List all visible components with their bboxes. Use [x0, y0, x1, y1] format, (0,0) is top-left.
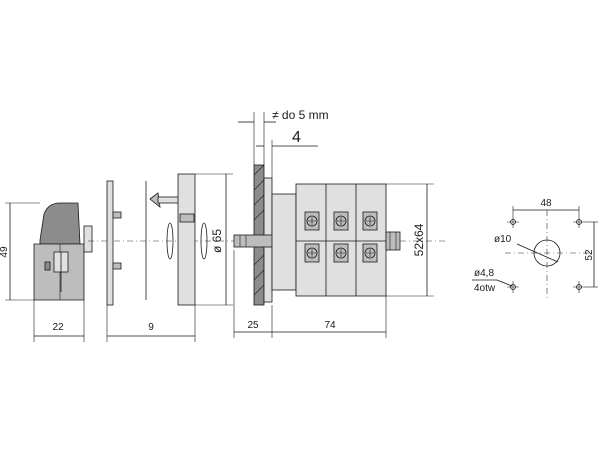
dimension-25: 25 [233, 250, 273, 338]
terminal-bottom-3 [362, 243, 378, 263]
spring-ring-left [166, 222, 174, 260]
dimension-65: ø 65 [195, 173, 233, 306]
panel-hatching [253, 164, 265, 296]
mount-hole-br [573, 281, 585, 293]
spring-ring-right [200, 222, 208, 260]
escutcheon-plate [177, 173, 196, 306]
panel-thickness-dimension: ≠ do 5 mm [238, 108, 329, 165]
terminal-top-3 [362, 211, 378, 231]
thickness-4-dimension: 4 [256, 129, 318, 178]
mount-hole-count-label: 4otw [474, 283, 496, 294]
dimension-52x64: 52x64 [386, 183, 434, 297]
escutcheon-clip [179, 213, 195, 223]
dimension-74: 74 [272, 296, 387, 338]
dimension-22-label: 22 [52, 322, 64, 333]
dimension-48: 48 [512, 198, 580, 216]
end-nut [385, 231, 401, 251]
terminal-top-2 [333, 211, 349, 231]
dimension-22: 22 [33, 300, 85, 342]
mounting-screw [149, 192, 181, 208]
dimension-65-label: ø 65 [210, 229, 224, 253]
dimension-25-label: 25 [247, 320, 259, 331]
terminal-top-1 [304, 211, 320, 231]
dimension-9-label: 9 [148, 322, 154, 333]
switch-front-block [271, 193, 297, 291]
switch-shaft [233, 234, 275, 248]
mount-hole-tl [507, 216, 519, 228]
dimension-52-label: 52 [584, 249, 595, 261]
dimension-52x64-label: 52x64 [412, 223, 426, 256]
dimension-49: 49 [0, 202, 40, 301]
hole-pattern [505, 210, 590, 300]
thickness-4-label: 4 [292, 129, 301, 146]
mount-hole-tr [573, 216, 585, 228]
dimension-9: 9 [106, 305, 196, 342]
front-plate-pin-top [112, 211, 122, 219]
dimension-49-label: 49 [0, 246, 10, 258]
knob-collar [83, 225, 93, 253]
dimension-48-label: 48 [540, 198, 552, 209]
knob-nut [44, 261, 51, 271]
knob-cap [39, 202, 81, 245]
mount-hole-label: ø4,8 [474, 268, 494, 279]
center-hole-callout: ø10 [494, 234, 559, 263]
front-plate [106, 180, 147, 306]
escutcheon [166, 173, 208, 306]
knob-side-view [33, 202, 93, 301]
front-plate-pin-bottom [112, 262, 122, 270]
terminal-bottom-1 [304, 243, 320, 263]
center-hole-label: ø10 [494, 234, 512, 245]
mount-hole-bl [507, 281, 519, 293]
panel-thickness-label: ≠ do 5 mm [272, 108, 329, 122]
center-hole [533, 239, 561, 267]
screw-shank [157, 196, 181, 204]
switch-housing [295, 183, 387, 297]
mount-hole-callout: ø4,8 4otw [472, 268, 513, 294]
dimension-52: 52 [584, 221, 598, 288]
dimension-74-label: 74 [324, 320, 336, 331]
front-plate-body [106, 180, 114, 306]
switch-body [271, 183, 401, 297]
terminal-bottom-2 [333, 243, 349, 263]
